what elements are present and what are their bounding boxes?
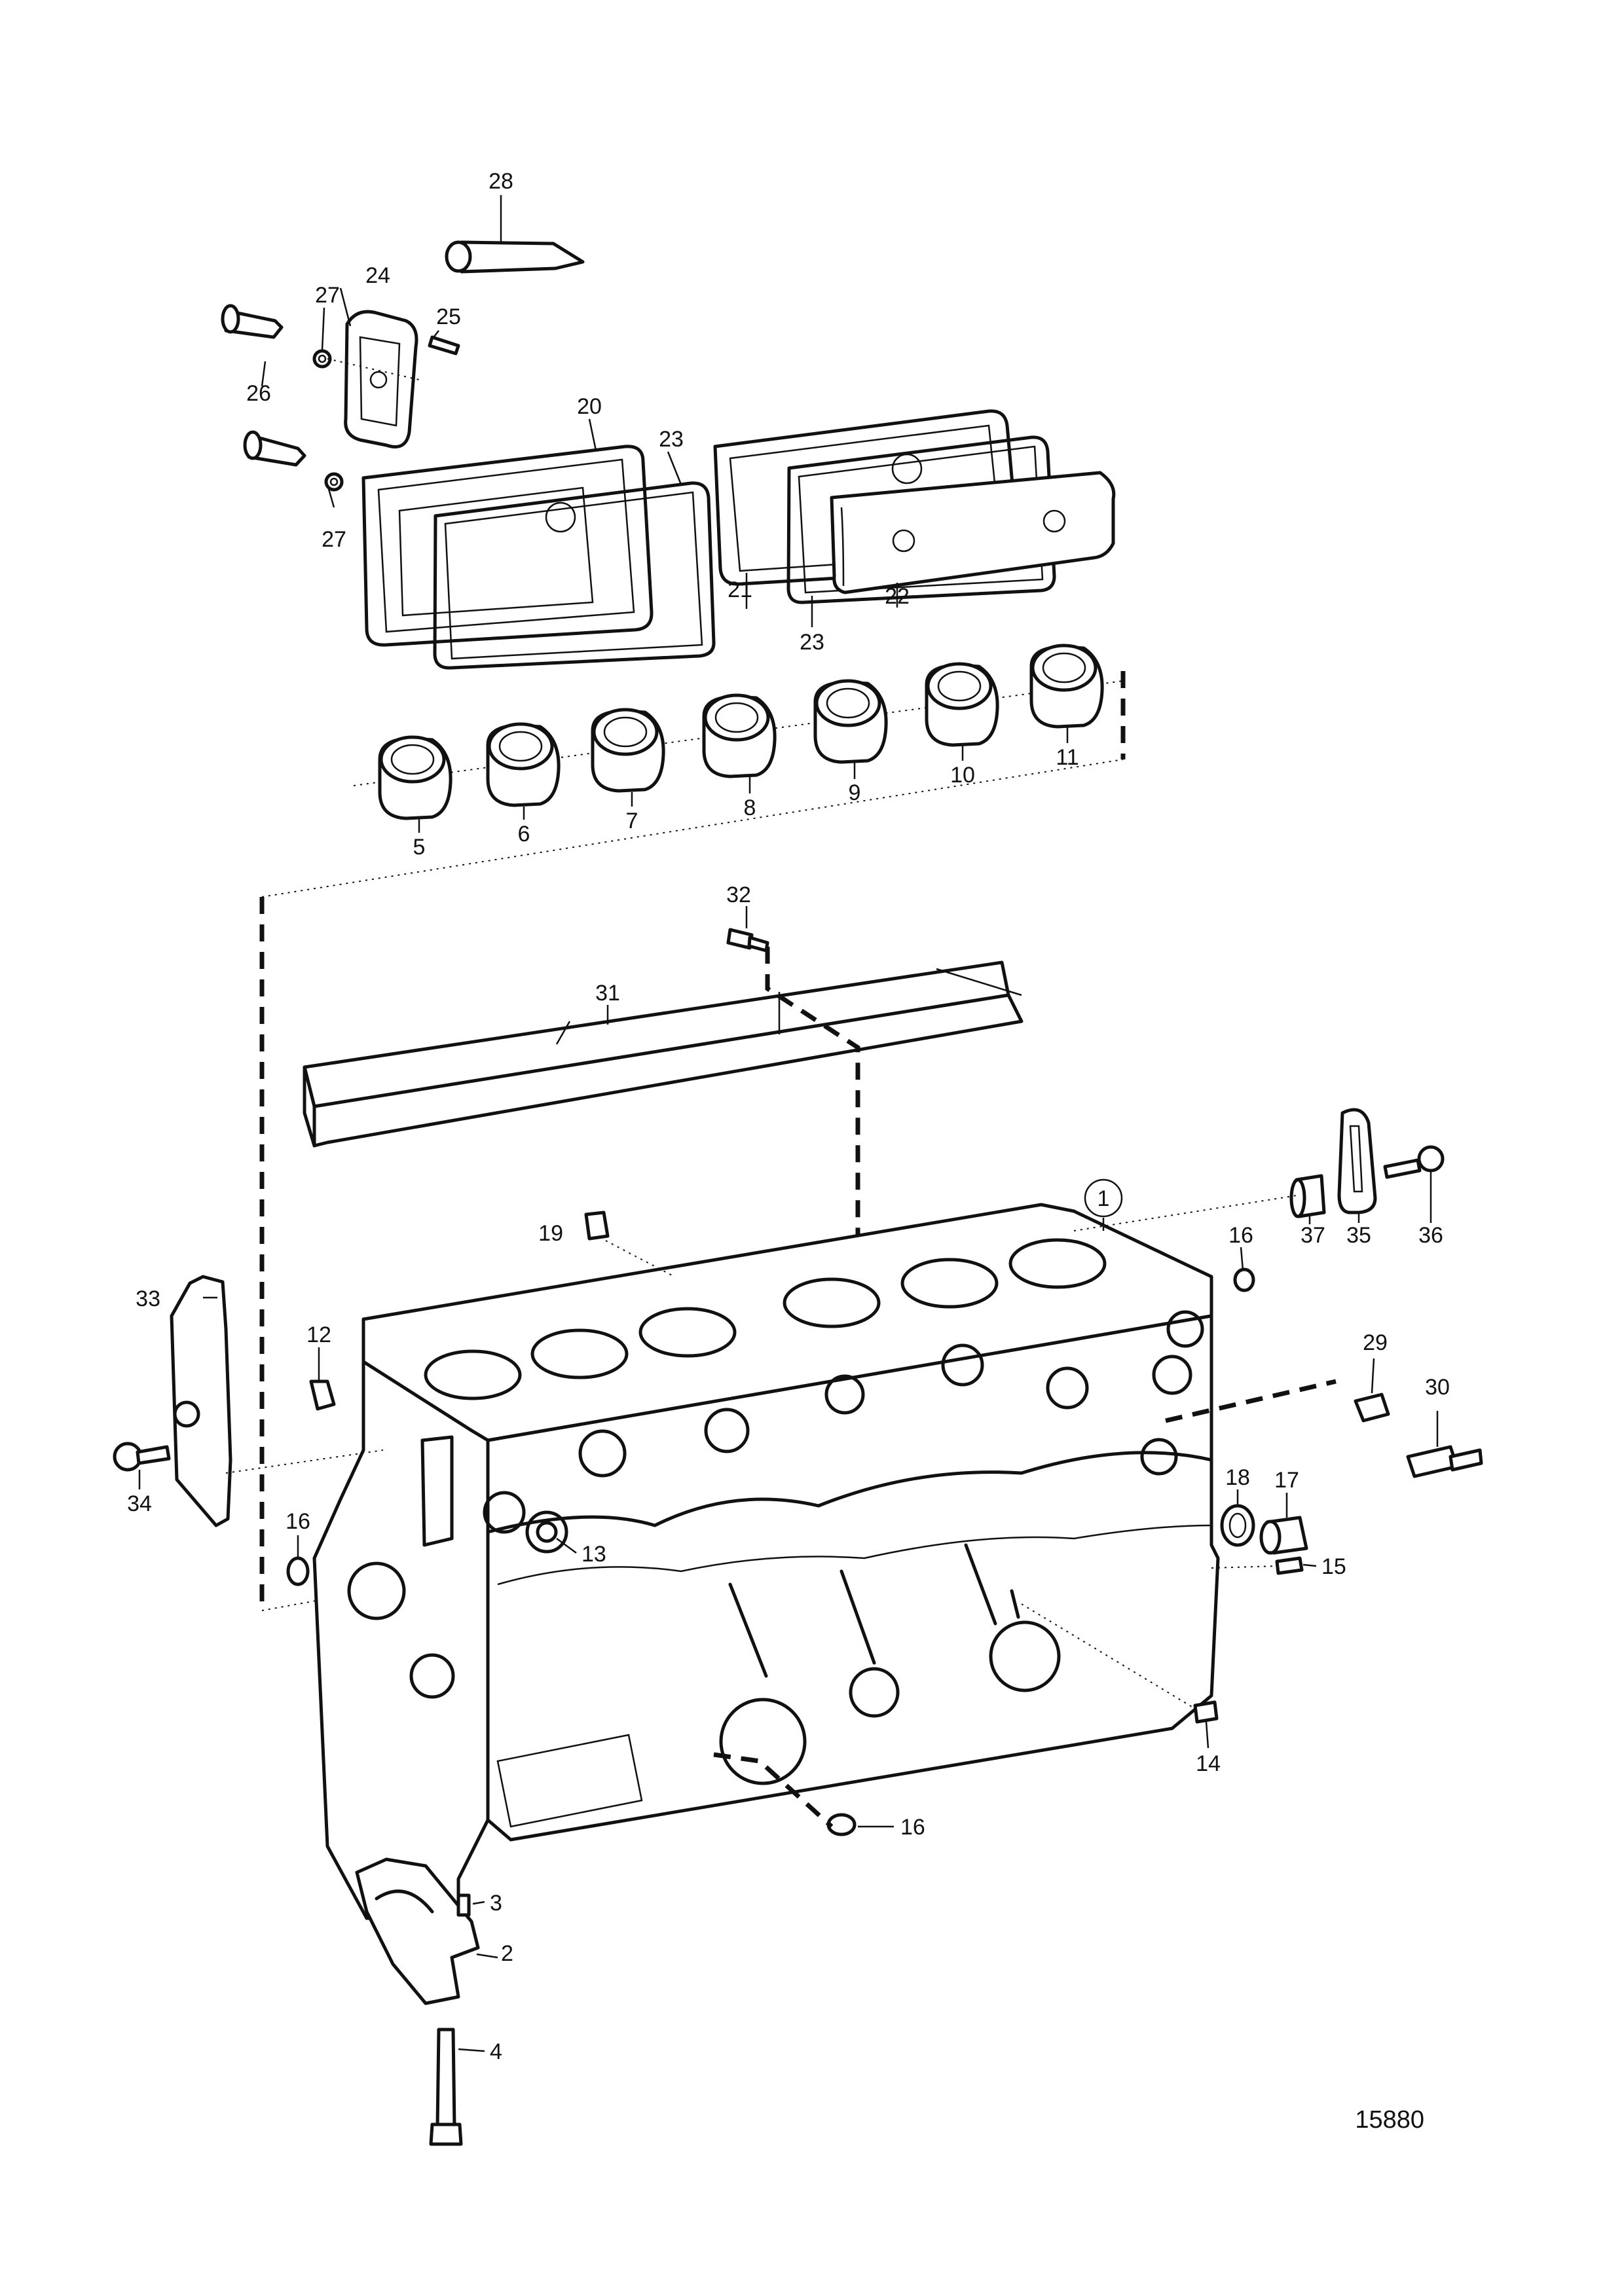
callout-5: 5 — [413, 835, 426, 860]
part-12-plug — [309, 1379, 336, 1411]
bearing-5 — [378, 735, 452, 820]
callout-33: 33 — [136, 1286, 160, 1311]
callout-26: 26 — [246, 381, 271, 406]
callout-31: 31 — [595, 981, 620, 1006]
callout-23-rear: 23 — [800, 630, 824, 655]
callout-20: 20 — [577, 394, 602, 419]
bearing-7 — [591, 708, 665, 793]
callout-24: 24 — [365, 263, 390, 288]
callout-12: 12 — [306, 1322, 331, 1347]
callout-7: 7 — [626, 809, 638, 833]
callout-30: 30 — [1425, 1375, 1450, 1400]
part-22-shield-plate — [830, 471, 1116, 594]
callout-22: 22 — [885, 584, 910, 609]
part-27-washers — [312, 349, 344, 492]
callout-14: 14 — [1196, 1751, 1221, 1776]
part-16-plug-bottom — [713, 1752, 857, 1836]
part-29-fitting — [1165, 1379, 1390, 1423]
bearing-11 — [1029, 644, 1104, 729]
part-37-spacer — [1289, 1174, 1326, 1218]
callout-labels: 1 2 3 4 5 6 7 8 9 10 11 12 13 14 15 16 1… — [127, 169, 1450, 2064]
callout-23-front: 23 — [659, 427, 684, 452]
part-4-bolt — [429, 2028, 463, 2146]
part-20-side-cover-front — [361, 445, 654, 647]
callout-9: 9 — [849, 780, 861, 805]
callout-32: 32 — [726, 883, 751, 907]
part-30-fitting — [1406, 1445, 1483, 1478]
callout-36: 36 — [1418, 1223, 1443, 1248]
callout-25: 25 — [436, 304, 461, 329]
part-34-bolt — [113, 1442, 171, 1472]
part-16-plug-front — [286, 1556, 310, 1586]
part-3-dowel — [456, 1893, 471, 1917]
callout-16-right: 16 — [1228, 1223, 1253, 1248]
part-17-nipple — [1259, 1516, 1308, 1555]
callout-6: 6 — [518, 822, 530, 847]
callout-1-circle — [1084, 1178, 1123, 1218]
bearing-6 — [486, 722, 561, 807]
part-19-plug — [584, 1211, 675, 1277]
callout-4: 4 — [490, 2039, 502, 2064]
callout-15: 15 — [1321, 1554, 1346, 1579]
part-35-strap — [1337, 1108, 1377, 1214]
callout-28: 28 — [489, 169, 513, 194]
callout-8: 8 — [744, 795, 756, 820]
callout-17: 17 — [1274, 1468, 1299, 1493]
part-24-small-cover — [327, 310, 420, 448]
callout-13: 13 — [581, 1542, 606, 1567]
callout-2: 2 — [501, 1941, 513, 1966]
figure-number: 15880 — [1355, 2106, 1424, 2134]
callout-3: 3 — [490, 1891, 502, 1916]
part-16-plug-right — [1233, 1267, 1255, 1292]
callout-19: 19 — [538, 1221, 563, 1246]
part-36-bolt — [1073, 1145, 1445, 1231]
callout-37: 37 — [1301, 1223, 1325, 1248]
part-25-stud — [428, 335, 460, 355]
callout-21: 21 — [728, 577, 752, 602]
part-31-rail — [303, 960, 1024, 1148]
part-14-stud — [1021, 1603, 1219, 1724]
callout-34: 34 — [127, 1491, 152, 1516]
part-15-pin — [1211, 1556, 1304, 1575]
callout-27-bottom: 27 — [322, 527, 346, 552]
bearing-8 — [702, 693, 777, 778]
part-2-bearing-cap — [355, 1857, 480, 2005]
callout-11: 11 — [1056, 745, 1079, 770]
callout-29: 29 — [1363, 1330, 1388, 1355]
part-23-gasket-front — [433, 481, 716, 670]
part-26-bolts — [221, 304, 306, 467]
callout-10: 10 — [950, 763, 975, 788]
callout-35: 35 — [1346, 1223, 1371, 1248]
part-33-bracket — [170, 1275, 384, 1527]
leader-lines — [138, 287, 1439, 2052]
callout-18: 18 — [1225, 1465, 1250, 1490]
callout-16-bottom: 16 — [900, 1815, 925, 1840]
part-28-sealant-tube — [445, 195, 585, 274]
callout-27-top: 27 — [315, 283, 340, 308]
part-23-gasket-rear — [786, 435, 1056, 604]
bearing-10 — [925, 662, 999, 747]
part-1-cylinder-block — [312, 1203, 1220, 1920]
part-18-seal-ring — [1220, 1504, 1255, 1547]
callout-16-front: 16 — [286, 1509, 310, 1534]
bearing-9 — [813, 679, 888, 764]
callout-1: 1 — [1098, 1186, 1110, 1211]
parts-5-11-camshaft-bearings — [353, 644, 1126, 820]
